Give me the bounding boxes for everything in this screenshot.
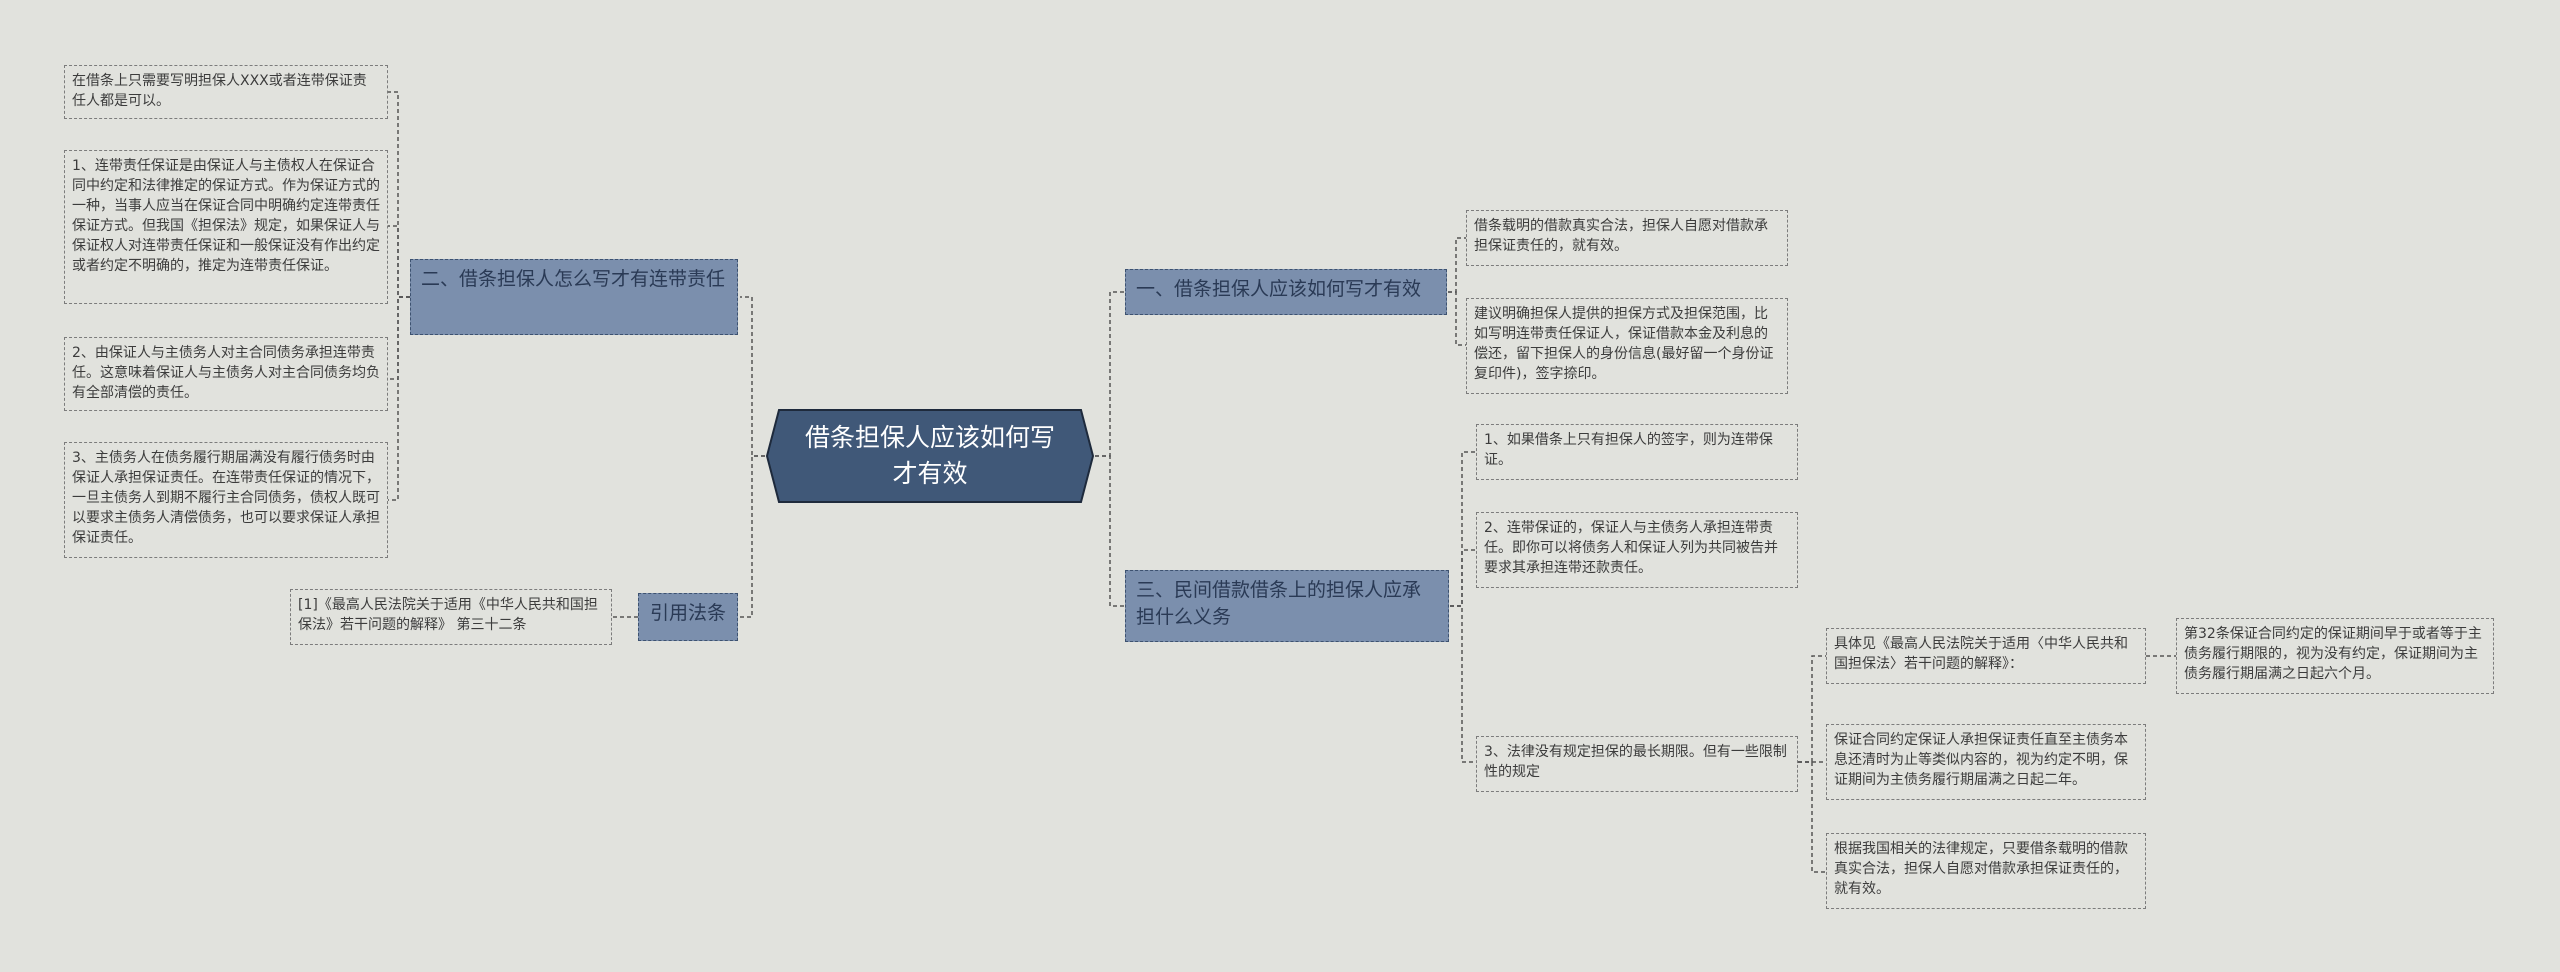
leaf-text: 保证合同约定保证人承担保证责任直至主债务本息还清时为止等类似内容的，视为约定不明… bbox=[1834, 732, 2128, 788]
leaf-text: 在借条上只需要写明担保人XXX或者连带保证责任人都是可以。 bbox=[72, 73, 367, 109]
leaf-text: 建议明确担保人提供的担保方式及担保范围，比如写明连带责任保证人，保证借款本金及利… bbox=[1474, 306, 1774, 382]
link-r2-leaf1 bbox=[1450, 451, 1476, 607]
leaf-text: 具体见《最高人民法院关于适用〈中华人民共和国担保法〉若干问题的解释》： bbox=[1834, 636, 2128, 672]
leaf-how-to-write-1[interactable]: 借条载明的借款真实合法，担保人自愿对借款承担保证责任的，就有效。 bbox=[1466, 210, 1788, 266]
leaf-obligations-3[interactable]: 3、法律没有规定担保的最长期限。但有一些限制性的规定 bbox=[1476, 736, 1798, 792]
root-node[interactable]: 借条担保人应该如何写才有效 bbox=[765, 408, 1095, 504]
branch-liability[interactable]: 二、借条担保人怎么写才有连带责任 bbox=[410, 259, 738, 335]
branch-citation[interactable]: 引用法条 bbox=[638, 593, 738, 641]
leaf-text: 2、由保证人与主债务人对主合同债务承担连带责任。这意味着保证人与主债务人对主合同… bbox=[72, 345, 380, 401]
link-root-left1 bbox=[740, 296, 765, 457]
branch-how-to-write-label: 一、借条担保人应该如何写才有效 bbox=[1136, 278, 1422, 300]
leaf-text: [1]《最高人民法院关于适用《中华人民共和国担保法》若干问题的解释》 第三十二条 bbox=[298, 597, 598, 633]
link-sub3 bbox=[1798, 761, 1826, 873]
leaf-liability-1[interactable]: 在借条上只需要写明担保人XXX或者连带保证责任人都是可以。 bbox=[64, 65, 388, 119]
link-sub1 bbox=[1798, 655, 1826, 763]
link-l1-leaf3 bbox=[388, 296, 410, 380]
leaf-text: 根据我国相关的法律规定，只要借条载明的借款真实合法，担保人自愿对借款承担保证责任… bbox=[1834, 841, 2128, 897]
leaf-obligations-2[interactable]: 2、连带保证的，保证人与主债务人承担连带责任。即你可以将债务人和保证人列为共同被… bbox=[1476, 512, 1798, 588]
leaf-text: 3、主债务人在债务履行期届满没有履行债务时由保证人承担保证责任。在连带责任保证的… bbox=[72, 450, 380, 546]
leaf-how-to-write-2[interactable]: 建议明确担保人提供的担保方式及担保范围，比如写明连带责任保证人，保证借款本金及利… bbox=[1466, 298, 1788, 394]
link-l1-leaf2 bbox=[388, 225, 410, 298]
sub-leaf-interpretation[interactable]: 具体见《最高人民法院关于适用〈中华人民共和国担保法〉若干问题的解释》： bbox=[1826, 628, 2146, 684]
root-title: 借条担保人应该如何写才有效 bbox=[805, 423, 1056, 488]
root-hexagon-shape bbox=[765, 409, 1095, 503]
leaf-text: 借条载明的借款真实合法，担保人自愿对借款承担保证责任的，就有效。 bbox=[1474, 218, 1768, 254]
link-root-right2 bbox=[1095, 455, 1125, 607]
link-r1-leaf1 bbox=[1448, 237, 1466, 293]
sub-leaf-validity[interactable]: 根据我国相关的法律规定，只要借条载明的借款真实合法，担保人自愿对借款承担保证责任… bbox=[1826, 833, 2146, 909]
sub-sub-leaf-article-32[interactable]: 第32条保证合同约定的保证期间早于或者等于主债务履行期限的，视为没有约定，保证期… bbox=[2176, 618, 2494, 694]
link-root-right1 bbox=[1095, 291, 1125, 457]
link-root-left2 bbox=[740, 455, 765, 618]
link-l1-leaf4 bbox=[388, 296, 410, 501]
branch-obligations[interactable]: 三、民间借款借条上的担保人应承担什么义务 bbox=[1125, 570, 1449, 642]
link-r2-leaf2 bbox=[1450, 549, 1476, 607]
leaf-citation-1[interactable]: [1]《最高人民法院关于适用《中华人民共和国担保法》若干问题的解释》 第三十二条 bbox=[290, 589, 612, 645]
branch-liability-label: 二、借条担保人怎么写才有连带责任 bbox=[421, 268, 726, 290]
leaf-liability-4[interactable]: 3、主债务人在债务履行期届满没有履行债务时由保证人承担保证责任。在连带责任保证的… bbox=[64, 442, 388, 558]
branch-obligations-label: 三、民间借款借条上的担保人应承担什么义务 bbox=[1136, 579, 1422, 628]
leaf-text: 1、连带责任保证是由保证人与主债权人在保证合同中约定和法律推定的保证方式。作为保… bbox=[72, 158, 380, 274]
branch-citation-label: 引用法条 bbox=[649, 602, 726, 624]
link-r1-leaf2 bbox=[1448, 291, 1466, 346]
leaf-liability-3[interactable]: 2、由保证人与主债务人对主合同债务承担连带责任。这意味着保证人与主债务人对主合同… bbox=[64, 337, 388, 411]
leaf-text: 2、连带保证的，保证人与主债务人承担连带责任。即你可以将债务人和保证人列为共同被… bbox=[1484, 520, 1778, 576]
link-r2-leaf3 bbox=[1450, 605, 1476, 763]
leaf-text: 3、法律没有规定担保的最长期限。但有一些限制性的规定 bbox=[1484, 744, 1787, 780]
branch-how-to-write[interactable]: 一、借条担保人应该如何写才有效 bbox=[1125, 269, 1447, 315]
leaf-obligations-1[interactable]: 1、如果借条上只有担保人的签字，则为连带保证。 bbox=[1476, 424, 1798, 480]
link-l1-leaf1 bbox=[388, 91, 410, 298]
leaf-text: 1、如果借条上只有担保人的签字，则为连带保证。 bbox=[1484, 432, 1773, 468]
sub-leaf-guarantee-period[interactable]: 保证合同约定保证人承担保证责任直至主债务本息还清时为止等类似内容的，视为约定不明… bbox=[1826, 724, 2146, 800]
leaf-text: 第32条保证合同约定的保证期间早于或者等于主债务履行期限的，视为没有约定，保证期… bbox=[2184, 626, 2482, 682]
leaf-liability-2[interactable]: 1、连带责任保证是由保证人与主债权人在保证合同中约定和法律推定的保证方式。作为保… bbox=[64, 150, 388, 304]
